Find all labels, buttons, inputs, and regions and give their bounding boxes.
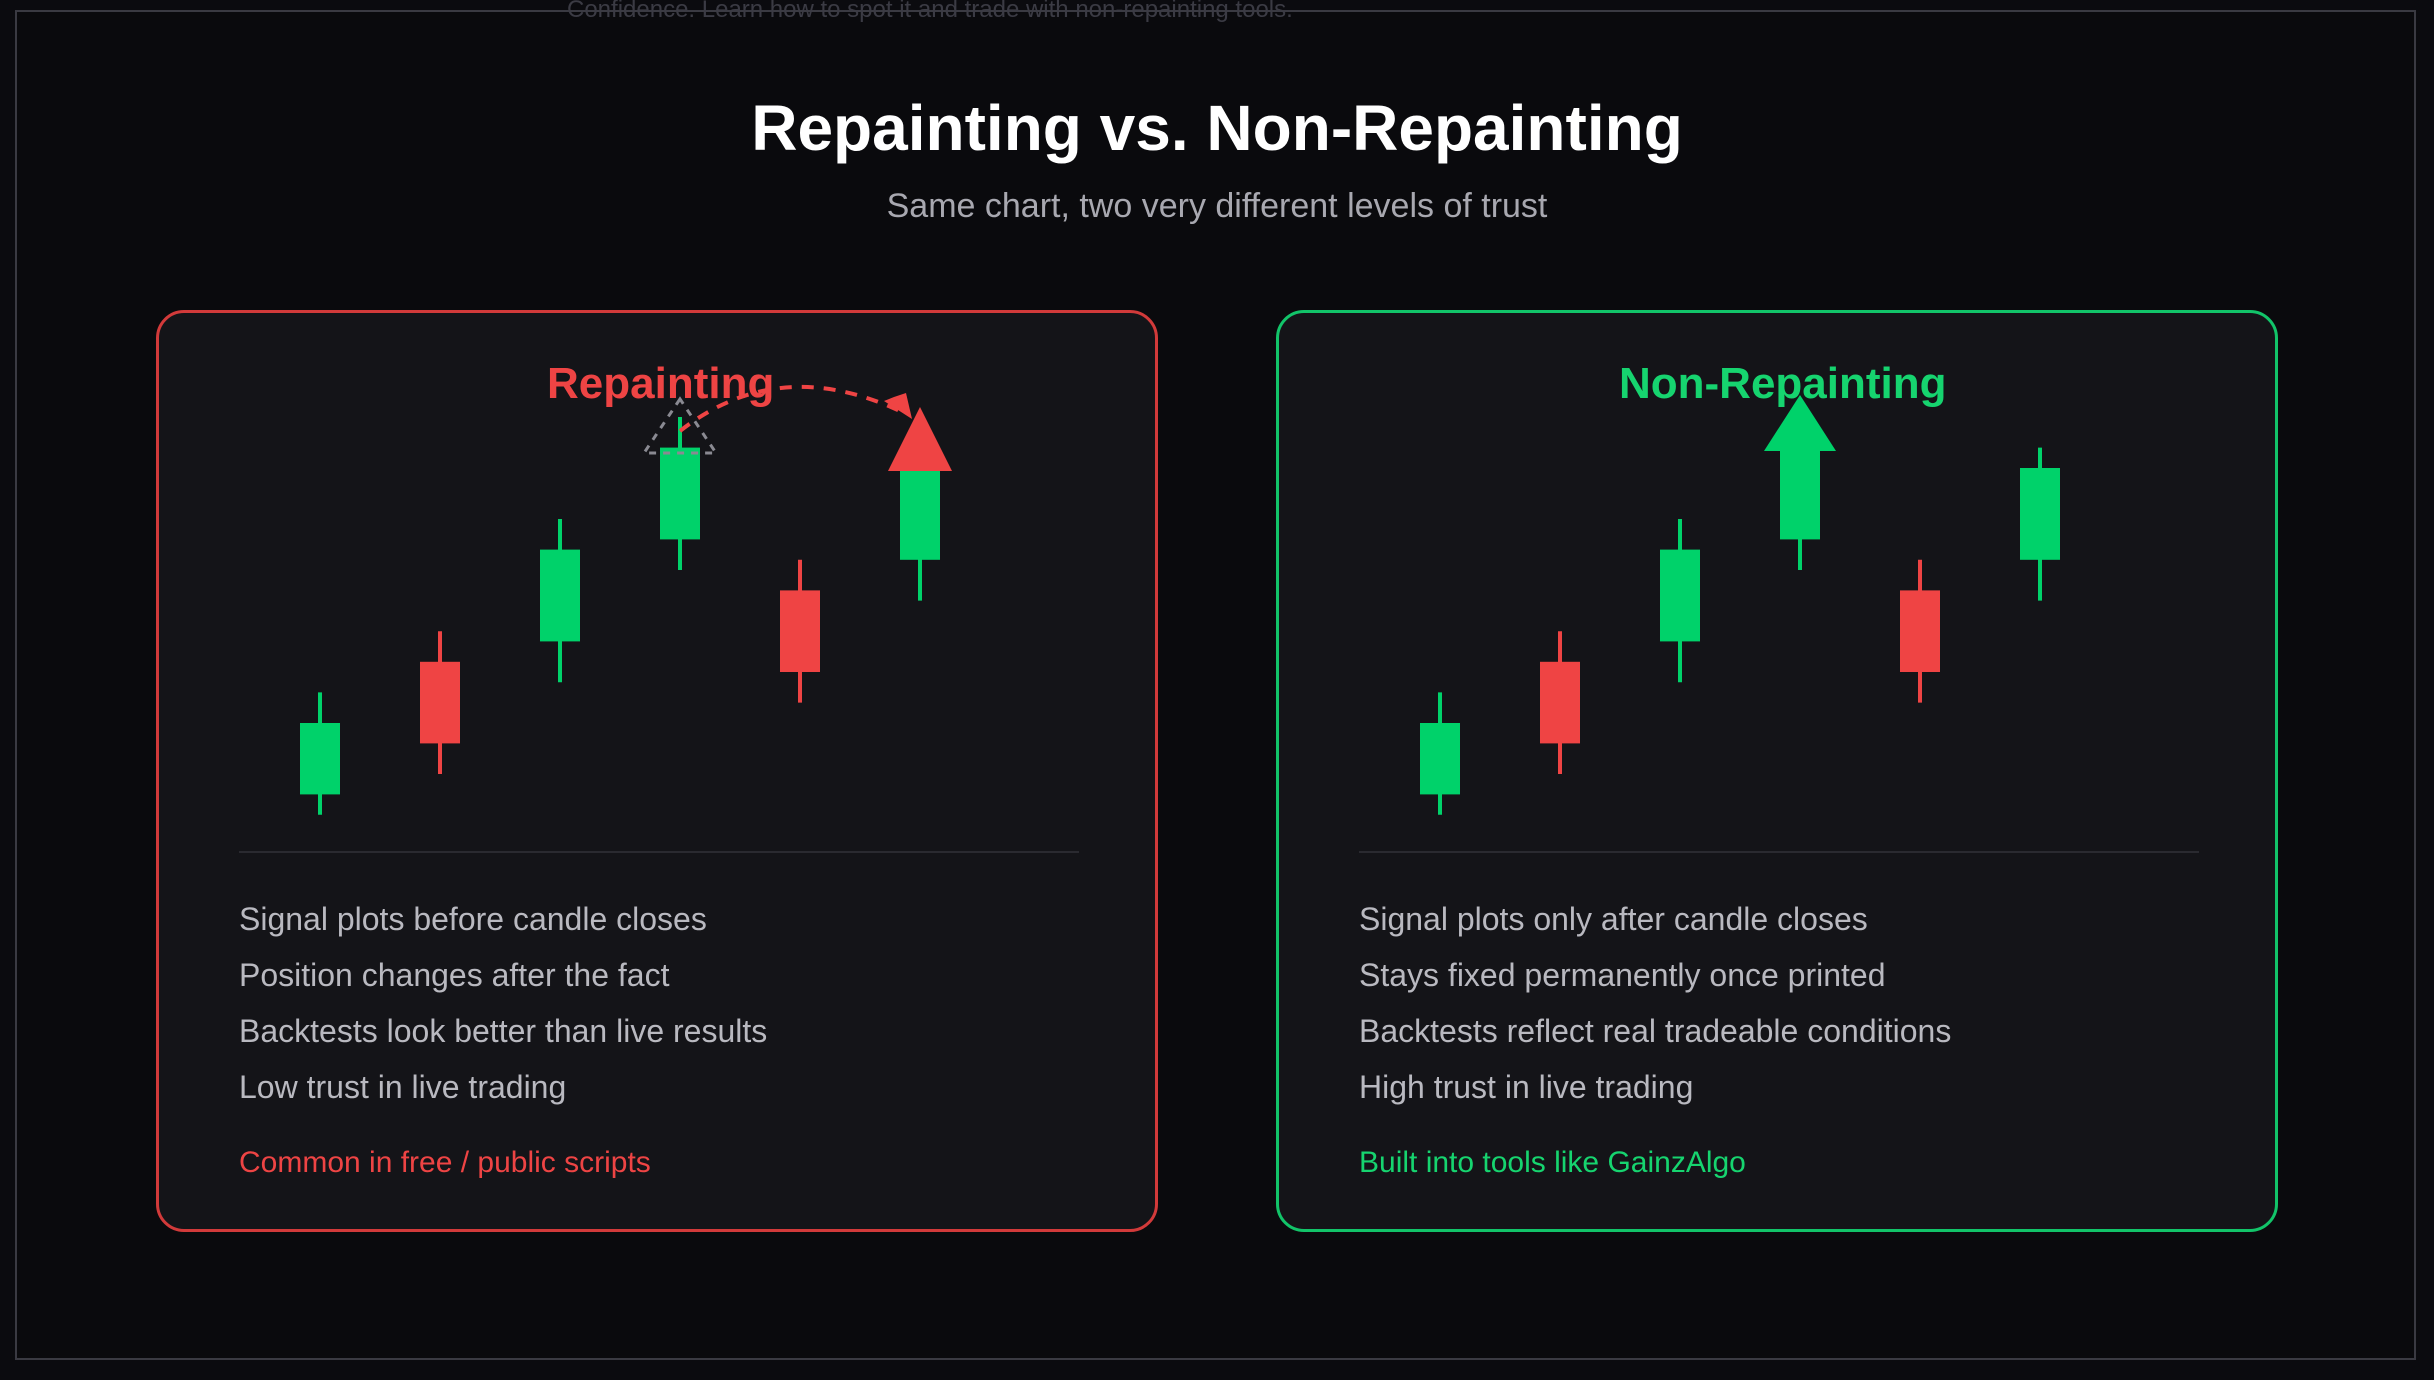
fixed-signal-arrow-icon (1764, 395, 1836, 451)
candle-up (2020, 447, 2060, 601)
signal-shift-arrowhead-icon (884, 393, 912, 419)
non-repainting-footnote: Built into tools like GainzAlgo (1359, 1146, 1746, 1179)
signal-shift-path (678, 384, 905, 433)
top-cropped-text: Confidence. Learn how to spot it and tra… (567, 0, 1293, 23)
page-title: Repainting vs. Non-Repainting (751, 92, 1683, 164)
page-subtitle: Same chart, two very different levels of… (886, 187, 1548, 225)
repainting-footnote: Common in free / public scripts (239, 1146, 651, 1179)
repainting-title: Repainting (547, 359, 775, 408)
candle-down (420, 631, 460, 774)
candle-body (1540, 661, 1580, 744)
candle-up (660, 417, 700, 570)
candle-up (300, 692, 340, 815)
candle-body (1660, 549, 1700, 642)
candle-body (780, 590, 820, 672)
non-repainting-point: Stays fixed permanently once printed (1359, 957, 1886, 993)
non-repainting-title: Non-Repainting (1619, 359, 1947, 408)
repainted-signal-arrow-icon (888, 407, 952, 471)
candle-down (1540, 631, 1580, 774)
ghost-signal-arrow-icon (641, 396, 719, 455)
candle-body (1420, 723, 1460, 795)
non-repainting-points: Signal plots only after candle closes St… (1359, 891, 1951, 1115)
candle-up (1420, 692, 1460, 815)
repainting-candle-chart (300, 384, 952, 815)
repainting-point: Low trust in live trading (239, 1069, 567, 1105)
non-repainting-divider (1359, 851, 2199, 853)
candle-body (2020, 468, 2060, 560)
candle-down (1900, 559, 1940, 703)
non-repainting-point: Backtests reflect real tradeable conditi… (1359, 1013, 1952, 1049)
repainting-divider (239, 851, 1079, 853)
non-repainting-panel: Non-Repainting Signal plots only after c… (1276, 310, 2278, 1232)
candle-body (300, 723, 340, 795)
repainting-point: Position changes after the fact (239, 957, 670, 993)
candle-body (420, 661, 460, 744)
candle-down (780, 559, 820, 703)
candle-up (540, 519, 580, 683)
candle-up (900, 447, 940, 601)
repainting-panel: Repainting Signal plots before candle cl… (156, 310, 1158, 1232)
candle-body (660, 447, 700, 540)
non-repainting-point: Signal plots only after candle closes (1359, 901, 1868, 937)
candle-up (1660, 519, 1700, 683)
candle-body (540, 549, 580, 642)
repainting-point: Signal plots before candle closes (239, 901, 707, 937)
repainting-point: Backtests look better than live results (239, 1013, 768, 1049)
non-repainting-point: High trust in live trading (1359, 1069, 1694, 1105)
candle-body (1900, 590, 1940, 672)
repainting-points: Signal plots before candle closes Positi… (239, 891, 767, 1115)
non-repainting-candle-chart (1420, 395, 2060, 815)
candle-body (900, 468, 940, 560)
